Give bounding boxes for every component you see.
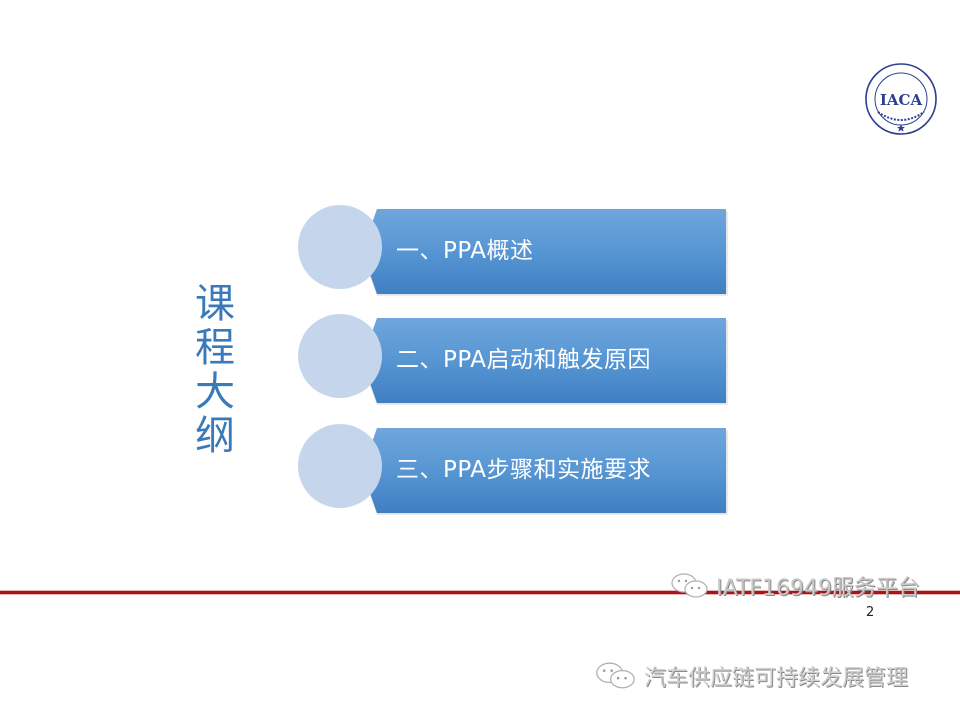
outline-item-3: 三、PPA步骤和实施要求 [296, 424, 728, 515]
item-banner [362, 209, 726, 294]
item-circle [298, 314, 382, 398]
section-title-char: 程 [195, 325, 235, 371]
item-banner [362, 318, 726, 403]
section-title-char: 课 [195, 281, 235, 327]
wechat-icon [596, 662, 635, 689]
item-circle [298, 424, 382, 508]
wechat-icon [671, 573, 708, 598]
page-number: 2 [866, 605, 875, 620]
iaca-logo: IACA [864, 62, 938, 136]
watermark-text: 汽车供应链可持续发展管理 [644, 666, 909, 691]
section-title-char: 大 [195, 369, 235, 415]
item-label: 二、PPA启动和触发原因 [396, 347, 652, 373]
watermark-text: IATF16949服务平台 [716, 576, 920, 601]
section-title: 课 程 大 纲 [190, 282, 240, 458]
item-label: 一、PPA概述 [396, 238, 534, 264]
outline-item-2: 二、PPA启动和触发原因 [296, 314, 728, 405]
item-circle [298, 205, 382, 289]
item-banner [362, 428, 726, 513]
watermark-iatf: IATF16949服务平台 [670, 570, 920, 602]
footer-rule [0, 591, 960, 594]
section-title-char: 纲 [195, 413, 235, 459]
svg-text:IACA: IACA [880, 91, 923, 109]
watermark-auto-supply: 汽车供应链可持续发展管理 [594, 660, 908, 692]
iaca-seal-icon: IACA [865, 63, 937, 135]
item-label: 三、PPA步骤和实施要求 [396, 457, 652, 483]
outline-item-1: 一、PPA概述 [296, 205, 728, 296]
